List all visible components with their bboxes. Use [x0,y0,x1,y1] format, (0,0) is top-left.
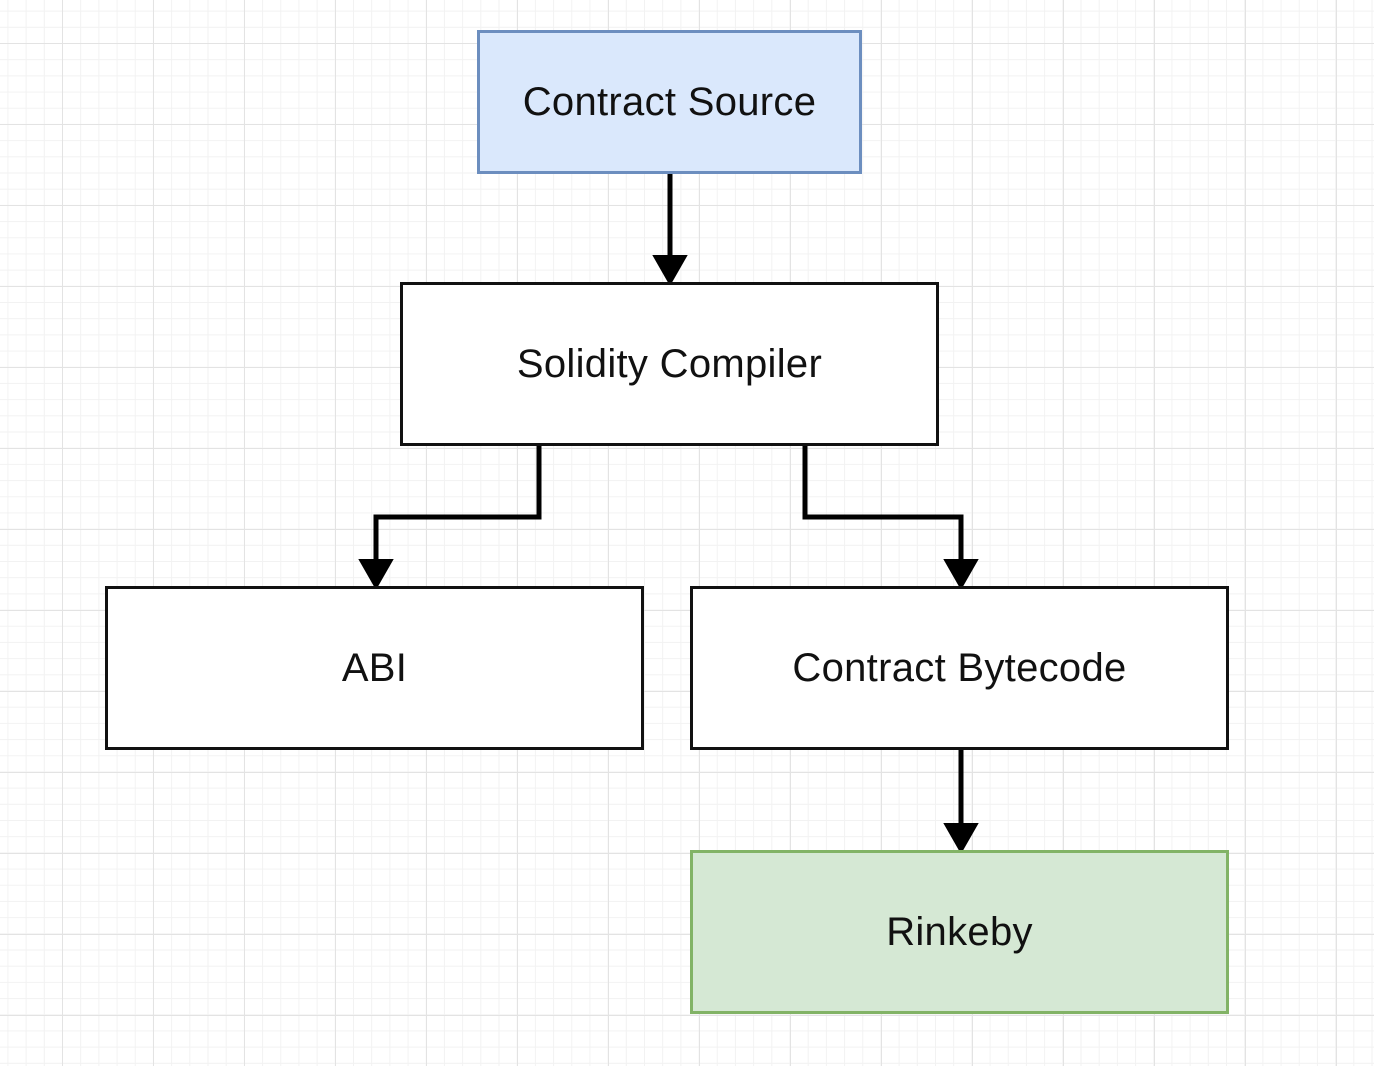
node-solidity-compiler[interactable]: Solidity Compiler [400,282,939,446]
edge-bytecode-to-rinkeby [943,750,979,855]
edge-compiler-to-abi [358,446,542,591]
node-contract-source[interactable]: Contract Source [477,30,862,174]
node-contract-bytecode[interactable]: Contract Bytecode [690,586,1229,750]
arrowhead-icon [358,559,394,591]
node-label: Solidity Compiler [516,341,823,386]
arrowhead-icon [652,255,688,287]
edge-source-to-compiler [652,174,688,287]
edge-compiler-to-bytecode [802,446,979,591]
node-rinkeby[interactable]: Rinkeby [690,850,1229,1014]
node-label: Contract Bytecode [792,645,1127,690]
node-label: ABI [341,645,408,690]
arrowhead-icon [943,559,979,591]
node-label: Rinkeby [886,909,1033,954]
arrowhead-icon [943,823,979,855]
node-abi[interactable]: ABI [105,586,644,750]
node-label: Contract Source [522,79,817,124]
